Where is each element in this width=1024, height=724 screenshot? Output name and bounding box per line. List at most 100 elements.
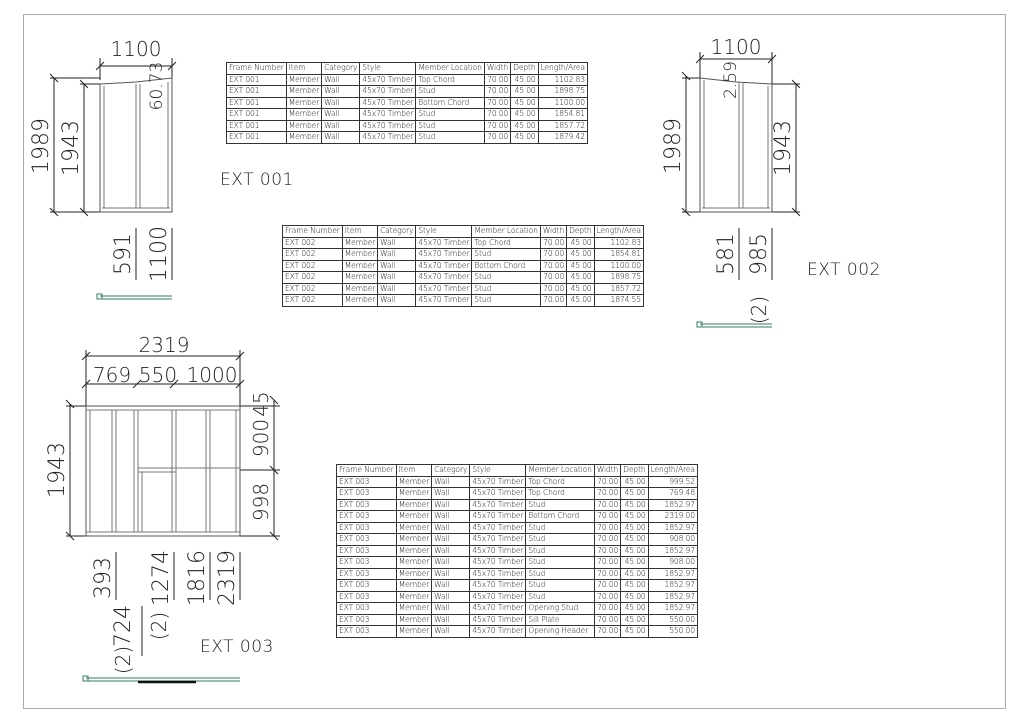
table-cell: EXT 001 (226, 131, 287, 144)
table-cell: Wall (431, 602, 471, 615)
ext-003-right-gap: 45 (249, 391, 273, 416)
table-cell: 1852.97 (647, 602, 698, 615)
frame-ext-001-marker (96, 293, 172, 300)
table-cell: EXT 003 (336, 510, 397, 523)
frame-ext-003-marker (82, 675, 240, 682)
ext-002-right-inner: 1943 (771, 120, 796, 176)
column-header: Item (341, 225, 379, 238)
table-cell: Wall (321, 108, 361, 121)
table-cell: 45.00 (566, 236, 595, 249)
table-cell: Member (395, 498, 433, 511)
table-cell: Member (285, 131, 323, 144)
column-header: Member Location (415, 62, 485, 75)
table-cell: 45.00 (620, 544, 649, 557)
table-cell: Wall (321, 96, 361, 109)
table-cell: Stud (525, 556, 595, 569)
table-cell: 1100.00 (537, 96, 588, 109)
table-cell: Wall (431, 510, 471, 523)
table-cell: 1852.97 (647, 567, 698, 580)
table-cell: Wall (377, 259, 417, 272)
table-cell: 550.00 (647, 613, 698, 626)
table-cell: 45.00 (620, 533, 649, 546)
sheet-border (23, 14, 1006, 709)
column-header: Depth (620, 464, 649, 477)
table-cell: 70.00 (483, 73, 512, 86)
frame-ext-002-marker (696, 321, 772, 328)
table-cell: Member (341, 248, 379, 261)
table-cell: Wall (377, 294, 417, 307)
table-cell: 1857.72 (593, 282, 644, 295)
table-cell: 70.00 (593, 510, 622, 523)
table-cell: EXT 003 (336, 625, 397, 638)
column-header: Width (483, 62, 512, 75)
table-cell: Member (395, 602, 433, 615)
column-header: Frame Number (226, 62, 287, 75)
table-cell: Member (395, 544, 433, 557)
table-cell: 45.00 (510, 73, 539, 86)
table-cell: 908.00 (647, 533, 698, 546)
frame-ext-002-drawing (681, 52, 801, 280)
table-cell: EXT 001 (226, 85, 287, 98)
column-header: Length/Area (537, 62, 588, 75)
table-cell: 45x70 Timber (359, 96, 417, 109)
table-cell: Stud (525, 533, 595, 546)
column-header: Style (469, 464, 527, 477)
ext-002-top-width: 1100 (711, 35, 762, 59)
table-cell: EXT 003 (336, 567, 397, 580)
table-cell: 45x70 Timber (415, 282, 473, 295)
table-cell: 999.52 (647, 475, 698, 488)
column-header: Depth (510, 62, 539, 75)
table-cell: Member (395, 556, 433, 569)
table-cell: 45x70 Timber (469, 487, 527, 500)
table-cell: Member (341, 271, 379, 284)
table-cell: 45.00 (510, 131, 539, 144)
table-cell: 70.00 (593, 613, 622, 626)
table-cell: Opening Stud (525, 602, 595, 615)
table-cell: 70.00 (593, 487, 622, 500)
table-cell: Member (395, 533, 433, 546)
table-cell: 70.00 (593, 625, 622, 638)
table-cell: EXT 003 (336, 602, 397, 615)
ext-003-bottom-a: 393 (91, 557, 116, 599)
frame-ext-001-drawing (49, 58, 177, 280)
ext-001-top-width: 1100 (111, 37, 162, 61)
table-cell: 1857.72 (537, 119, 588, 132)
table-cell: 45.00 (566, 294, 595, 307)
table-cell: Top Chord (471, 236, 541, 249)
table-cell: 1102.83 (537, 73, 588, 86)
table-cell: 45.00 (620, 510, 649, 523)
table-cell: Top Chord (525, 475, 595, 488)
column-header: Depth (566, 225, 595, 238)
column-header: Item (395, 464, 433, 477)
table-cell: 1852.97 (647, 590, 698, 603)
table-cell: Member (395, 521, 433, 534)
table-cell: 45x70 Timber (469, 533, 527, 546)
table-cell: 45x70 Timber (469, 579, 527, 592)
table-cell: 45.00 (566, 271, 595, 284)
table-cell: Stud (525, 498, 595, 511)
table-cell: Stud (525, 567, 595, 580)
table-cell: Wall (431, 521, 471, 534)
table-cell: 70.00 (483, 119, 512, 132)
table-cell: EXT 002 (282, 282, 343, 295)
column-header: Category (321, 62, 361, 75)
ext-003-count-a: (2) (111, 646, 135, 674)
table-cell: Wall (431, 590, 471, 603)
table-cell: EXT 003 (336, 556, 397, 569)
table-cell: 1898.75 (537, 85, 588, 98)
table-cell: EXT 002 (282, 271, 343, 284)
table-cell: 1852.97 (647, 498, 698, 511)
table-cell: Bottom Chord (471, 259, 541, 272)
table-cell: 45x70 Timber (469, 602, 527, 615)
table-cell: 45.00 (620, 521, 649, 534)
table-cell: EXT 003 (336, 533, 397, 546)
table-cell: EXT 003 (336, 475, 397, 488)
table-cell: 70.00 (593, 579, 622, 592)
table-cell: 45x70 Timber (415, 248, 473, 261)
